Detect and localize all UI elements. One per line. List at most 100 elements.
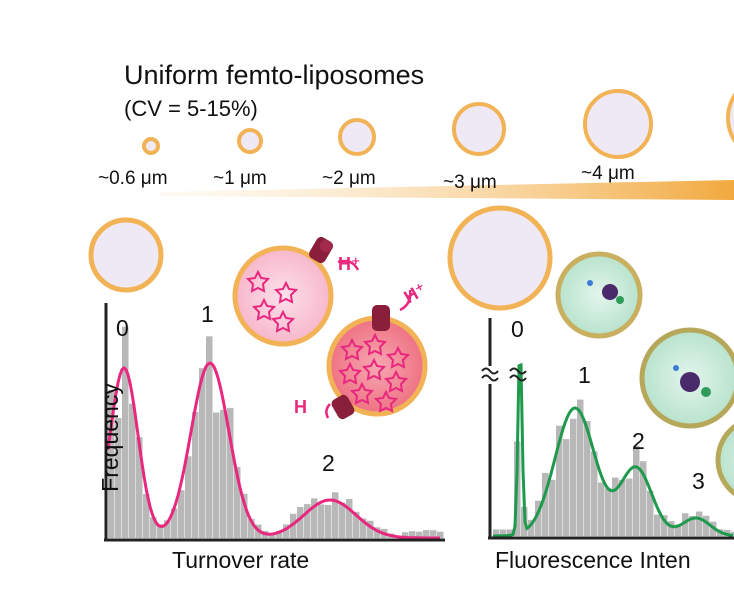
proton-label: H (294, 397, 307, 417)
right-peak-label-0: 0 (511, 316, 524, 342)
proton-arrow-icon (337, 259, 360, 271)
histogram-bar (227, 408, 234, 538)
histogram-bar (633, 445, 640, 536)
liposome-1um (237, 128, 263, 154)
histogram-bar (269, 533, 276, 538)
histogram-bar (605, 488, 612, 536)
histogram-bar (437, 531, 444, 538)
histogram-bar (171, 508, 178, 538)
liposome-left-panel (88, 217, 164, 293)
histogram-bar (570, 418, 577, 536)
histogram-bar (199, 368, 206, 538)
star-icons (245, 269, 299, 333)
histogram-bar (409, 531, 416, 538)
histogram-bar (640, 461, 647, 536)
histogram-bar (703, 515, 710, 536)
size-label-4um: ~4 μm (581, 163, 635, 184)
axis-break-icon (509, 367, 527, 382)
right-peak-label-1: 1 (578, 362, 591, 388)
left-fit-curve (106, 361, 440, 540)
histogram-bar (430, 530, 437, 538)
histogram-bar (626, 478, 633, 536)
right-fit-curve (493, 362, 734, 538)
histogram-bar (346, 498, 353, 538)
histogram-bar (220, 409, 227, 538)
histogram-bar (241, 493, 248, 538)
histogram-bar (612, 477, 619, 536)
proton-arrow-icon (399, 289, 412, 312)
figure-subtitle: (CV = 5-15%) (124, 96, 258, 121)
size-label-0-6um: ~0.6 μm (98, 168, 168, 189)
size-label-3um: ~3 μm (443, 172, 497, 193)
histogram-bar (367, 520, 374, 538)
liposome-4um (583, 89, 653, 159)
histogram-bar (535, 500, 542, 536)
size-label-1um: ~1 μm (213, 168, 267, 189)
histogram-bar (283, 524, 290, 538)
histogram-bar (507, 529, 514, 536)
histogram-bar (206, 336, 213, 538)
histogram-bar (619, 479, 626, 536)
histogram-bar (339, 502, 346, 538)
proton-pump-liposome-small (232, 236, 360, 347)
figure-title: Uniform femto-liposomes (124, 60, 425, 90)
histogram-bar (577, 399, 584, 536)
histogram-bar (654, 514, 661, 536)
liposome-2um (338, 118, 376, 156)
histogram-bar (598, 482, 605, 536)
histogram-bar (661, 515, 668, 536)
histogram-bar (108, 389, 115, 538)
fluorescent-liposome-3 (715, 423, 734, 497)
histogram-bar (290, 513, 297, 538)
histogram-bar (423, 530, 430, 538)
histogram-bar (311, 498, 318, 538)
liposome-right-panel (447, 205, 553, 311)
size-gradient-arrow (160, 180, 734, 200)
histogram-bar (731, 531, 734, 536)
histogram-bar (178, 490, 185, 538)
right-peak-label-3: 3 (692, 468, 705, 494)
histogram-bar (304, 504, 311, 538)
proton-arrow-icon (325, 403, 331, 419)
fluorescent-liposome-2 (639, 327, 734, 429)
left-peak-label-2: 2 (322, 450, 335, 476)
size-label-2um: ~2 μm (322, 168, 376, 189)
left-x-axis-label: Turnover rate (172, 547, 310, 573)
proton-pump-icon (309, 236, 333, 264)
right-peak-label-2: 2 (632, 428, 645, 454)
histogram-bar (591, 451, 598, 536)
histogram-bar (500, 529, 507, 536)
histogram-bar (416, 531, 423, 538)
histogram-bar (213, 412, 220, 538)
right-histogram-bars (493, 399, 734, 536)
histogram-bar (675, 524, 682, 536)
left-peak-label-1: 1 (201, 301, 214, 327)
left-axes (104, 303, 445, 542)
histogram-bar (647, 490, 654, 536)
histogram-bar (682, 513, 689, 536)
histogram-bar (248, 519, 255, 538)
histogram-bar (493, 529, 500, 536)
histogram-bar (192, 411, 199, 538)
left-peak-label-0: 0 (116, 315, 129, 341)
right-axes (481, 318, 734, 540)
proton-label: H⁺ (338, 254, 361, 274)
histogram-bar (185, 456, 192, 538)
left-y-axis-label: Frequency (96, 383, 123, 492)
proton-pump-icon (331, 305, 390, 420)
left-histogram-bars (108, 326, 444, 538)
histogram-bar (542, 472, 549, 536)
liposome-large-cropped (726, 92, 734, 144)
histogram-bar (318, 504, 325, 538)
histogram-bar (549, 479, 556, 536)
histogram-bar (563, 439, 570, 536)
histogram-bar (556, 425, 563, 536)
histogram-bar (528, 519, 535, 536)
axis-break-icon (481, 367, 499, 382)
fluorescent-liposome-1 (555, 251, 643, 339)
histogram-bar (297, 507, 304, 538)
histogram-bar (360, 518, 367, 538)
histogram-bar (696, 511, 703, 536)
